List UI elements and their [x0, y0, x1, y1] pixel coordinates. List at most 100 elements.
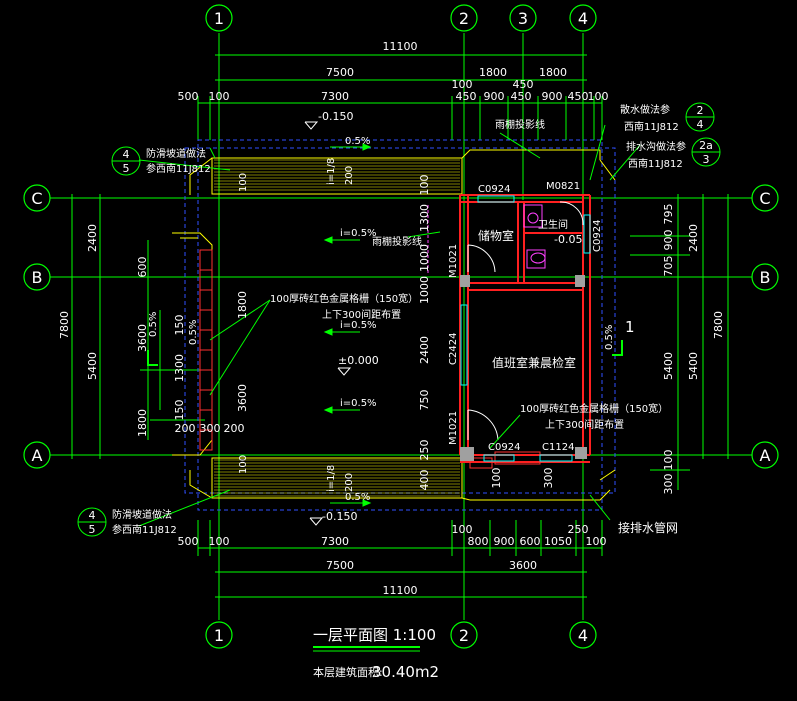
dim-left-600: 600: [136, 257, 149, 278]
dim-top-100c: 100: [588, 90, 609, 103]
dim-in-750: 750: [418, 390, 431, 411]
dim-right-5400b: 5400: [662, 352, 675, 380]
axis-label-bottom-2: 2: [459, 626, 469, 645]
axis-label-top-4: 4: [578, 9, 588, 28]
callout-paishui-num: 2a: [699, 139, 713, 152]
axis-label-left-a: A: [32, 446, 43, 465]
axis-label-bottom-1: 1: [214, 626, 224, 645]
dim-in-300: 300: [542, 468, 555, 489]
section-mark: [147, 340, 623, 366]
dim-right-7800: 7800: [712, 311, 725, 339]
label-win-c2424: C2424: [448, 333, 459, 365]
dim-top-100b: 100: [209, 90, 230, 103]
dim-right-100: 100: [662, 450, 675, 471]
axis-label-bottom-4: 4: [578, 626, 588, 645]
axis-labels: 1 2 3 4 1 2 4 C B A C B A: [31, 9, 770, 645]
label-slope-6: 0.5%: [148, 312, 159, 337]
label-storage: 储物室: [478, 228, 514, 243]
dim-bot-7300: 7300: [321, 535, 349, 548]
dim-top-7500: 7500: [326, 66, 354, 79]
dim-in-3600: 3600: [236, 384, 249, 412]
label-rail-bot: 100厚砖红色金属格栅（150宽）: [520, 402, 668, 415]
axis-label-left-c: C: [31, 189, 42, 208]
bottom-dimensions: 100 250 500 100 7300 800 900 600 1050 10…: [178, 523, 607, 597]
dim-in-100a: 100: [418, 175, 431, 196]
dim-left-7800: 7800: [58, 311, 71, 339]
label-ramp-bot: i=1/8: [326, 465, 337, 492]
label-ramp-top-100: 100: [238, 173, 249, 192]
dim-in-2400: 2400: [418, 336, 431, 364]
dim-right-5400: 5400: [687, 352, 700, 380]
dim-bot-500: 500: [178, 535, 199, 548]
dim-right-705: 705: [662, 256, 675, 277]
label-win-c0924a: C0924: [478, 184, 510, 195]
dim-left-3600: 3600: [136, 324, 149, 352]
leader-lines: [138, 124, 641, 527]
dim-bot-100c: 100: [586, 535, 607, 548]
dim-in-1800: 1800: [236, 291, 249, 319]
dim-top-500: 500: [178, 90, 199, 103]
dim-in-250: 250: [418, 440, 431, 461]
dim-top-900b: 900: [542, 90, 563, 103]
label-win-c0924b: C0924: [592, 220, 603, 252]
callout-ramp-bottom: 4 5: [77, 507, 107, 537]
area-value: 30.40m2: [372, 663, 439, 681]
dim-left-1300: 1300: [173, 354, 186, 382]
axis-label-top-2: 2: [459, 9, 469, 28]
label-sanshui: 散水做法参: [620, 103, 670, 116]
axis-lines: [50, 33, 752, 620]
area-label: 本层建筑面积:: [313, 665, 383, 679]
dim-bot-7500: 7500: [326, 559, 354, 572]
label-paishui-ref: 西南11J812: [628, 157, 683, 170]
dim-right-795: 795: [662, 204, 675, 225]
dim-bot-800: 800: [468, 535, 489, 548]
label-ramp-bot-100: 100: [238, 455, 249, 474]
dim-left-5400: 5400: [86, 352, 99, 380]
callout-ramp-top-den: 5: [123, 162, 130, 175]
dim-bot-100b: 100: [452, 523, 473, 536]
label-duty-room: 值班室兼晨检室: [492, 355, 576, 370]
elevation-marks: [304, 121, 352, 526]
dim-in-1300: 1300: [418, 204, 431, 232]
callout-ramp-bottom-num: 4: [89, 509, 96, 522]
dim-top-450b: 450: [456, 90, 477, 103]
dim-bot-1050: 1050: [544, 535, 572, 548]
callout-paishui-den: 3: [703, 153, 710, 166]
wc-fixtures: [427, 204, 546, 275]
axis-label-right-c: C: [759, 189, 770, 208]
top-dimensions: 11100 7500 1800 1800 100 450 500 100 730…: [178, 40, 609, 103]
elev-bottom: -0.150: [322, 510, 357, 523]
dim-top-1800a: 1800: [479, 66, 507, 79]
dim-bot-3600: 3600: [509, 559, 537, 572]
axis-label-top-3: 3: [518, 9, 528, 28]
right-dimensions: 7800 2400 5400 795 900 705 5400 300 100: [662, 204, 725, 495]
label-slope-4: i=0.5%: [340, 398, 377, 409]
label-rail-top: 100厚砖红色金属格栅（150宽）: [270, 292, 418, 305]
right-dimension-lines: [630, 194, 729, 490]
dim-bot-900: 900: [494, 535, 515, 548]
label-slope-3: i=0.5%: [340, 320, 377, 331]
label-win-c0924c: C0924: [488, 442, 520, 453]
drawing-title: 一层平面图 1:100 本层建筑面积: 30.40m2: [313, 626, 439, 681]
ramp-top: [211, 157, 463, 195]
left-dimensions: 7800 2400 5400 600 1800 3600 1300 150 15…: [58, 224, 245, 437]
label-slope-1: 0.5%: [345, 136, 370, 147]
dim-in-1000: 1000: [418, 244, 431, 272]
label-door-m0821: M0821: [546, 181, 580, 192]
callout-ramp-bottom-den: 5: [89, 523, 96, 536]
label-wc: 卫生间: [538, 218, 568, 231]
label-fangsha-top: 防滑坡道做法: [146, 147, 206, 160]
label-drain: 接排水管网: [618, 520, 678, 535]
label-sanshui-ref: 西南11J812: [624, 120, 679, 133]
dim-top-7300: 7300: [321, 90, 349, 103]
dim-in-1000b: 1000: [418, 276, 431, 304]
dim-top-450c: 450: [511, 90, 532, 103]
label-ramp-top: i=1/8: [326, 158, 337, 185]
page-title: 一层平面图 1:100: [313, 626, 436, 644]
top-dimension-lines: [197, 54, 603, 140]
dim-right-300: 300: [662, 474, 675, 495]
label-fangsha-top-ref: 参西南11J812: [146, 162, 211, 175]
elevation-texts: -0.150 ±0.000 -0.150 -0.05: [318, 110, 582, 523]
callout-sanshui-num: 2: [697, 104, 704, 117]
